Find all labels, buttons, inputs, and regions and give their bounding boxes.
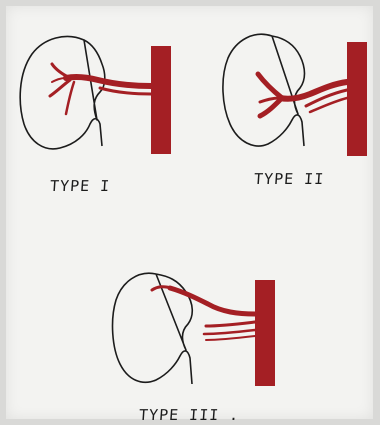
caption-type-1: TYPE I — [49, 177, 110, 195]
drawing-sheet: TYPE I TYPE II TYPE III . — [6, 6, 373, 419]
aorta — [347, 42, 367, 156]
arterial-branch-upper — [52, 64, 70, 78]
renal-artery-lower — [206, 336, 255, 340]
renal-artery-branch — [206, 322, 255, 326]
aorta — [255, 280, 275, 386]
figure-type-1 — [14, 34, 184, 160]
renal-vein — [204, 330, 255, 334]
kidney-outline — [20, 36, 105, 148]
renal-artery-main — [170, 288, 255, 314]
figure-type-2 — [220, 28, 380, 160]
arterial-branch-upper — [258, 74, 282, 98]
type-3-diagram — [110, 268, 285, 393]
type-1-diagram — [14, 34, 184, 160]
aorta — [151, 46, 171, 154]
caption-type-3: TYPE III . — [138, 406, 240, 424]
kidney-outline — [223, 34, 305, 146]
renal-vein — [100, 88, 151, 94]
arterial-branch-lower — [66, 82, 74, 114]
figure-type-3 — [110, 268, 285, 393]
renal-artery — [66, 77, 151, 86]
caption-type-2: TYPE II — [253, 170, 324, 188]
type-2-diagram — [220, 28, 380, 160]
